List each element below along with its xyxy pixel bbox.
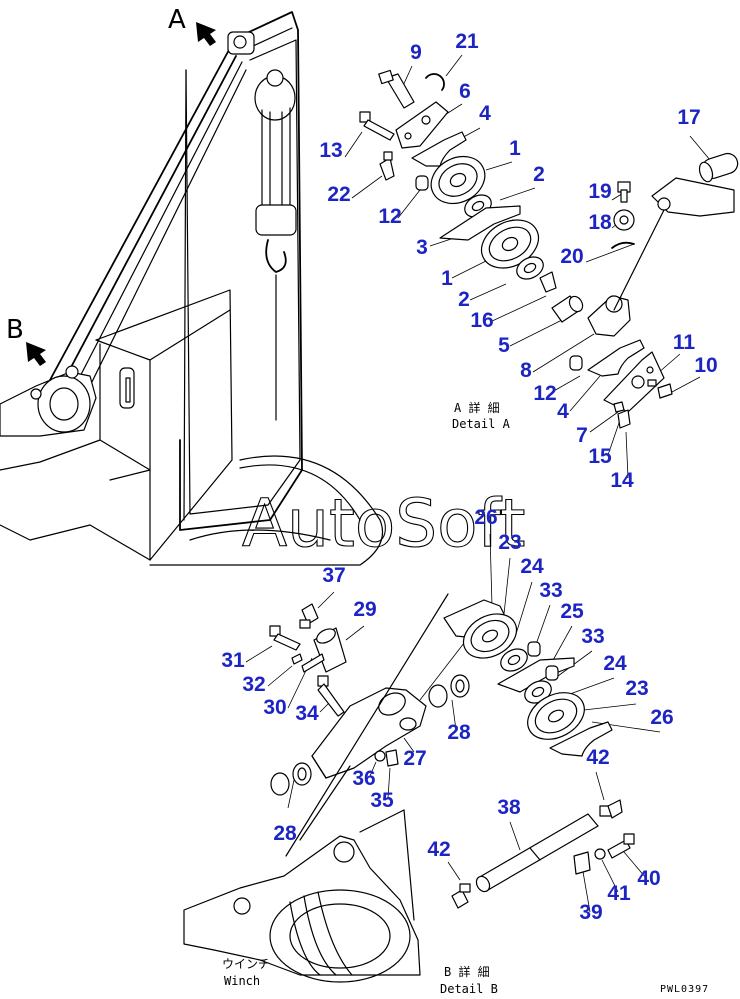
part-callout-c24a: 24 bbox=[520, 555, 544, 578]
part-callout-c40: 40 bbox=[637, 867, 660, 890]
winch-jp-caption: ウインチ bbox=[222, 957, 270, 971]
part-callout-c33a: 33 bbox=[539, 579, 562, 602]
part-callout-c26a: 26 bbox=[474, 506, 497, 529]
part-callout-c29: 29 bbox=[353, 598, 376, 621]
captions: A 詳 細 Detail A ウインチ Winch B 詳 細 Detail B… bbox=[222, 400, 709, 996]
view-label-a: A bbox=[168, 5, 186, 35]
part-callout-c7: 7 bbox=[576, 424, 588, 447]
part-callout-c33b: 33 bbox=[581, 625, 604, 648]
drawing-code: PWL0397 bbox=[660, 984, 709, 995]
part-callout-c24b: 24 bbox=[603, 652, 627, 675]
part-callout-c23a: 23 bbox=[498, 531, 521, 554]
part-callout-c22: 22 bbox=[327, 183, 350, 206]
winch-caption: Winch bbox=[224, 974, 260, 988]
part-callout-c6: 6 bbox=[459, 80, 471, 103]
part-callout-c19: 19 bbox=[588, 180, 611, 203]
part-callout-c28a: 28 bbox=[447, 721, 471, 744]
detail-b-caption: Detail B bbox=[440, 982, 498, 996]
part-callout-c25: 25 bbox=[560, 600, 584, 623]
part-callout-c15: 15 bbox=[588, 445, 612, 468]
part-callout-c23b: 23 bbox=[625, 677, 648, 700]
part-callout-c20: 20 bbox=[560, 245, 583, 268]
part-callout-c4b: 4 bbox=[557, 400, 569, 423]
part-callout-c14: 14 bbox=[610, 469, 634, 492]
part-callout-c2a: 2 bbox=[533, 163, 545, 186]
part-callout-c1b: 1 bbox=[441, 267, 453, 290]
part-callout-c9: 9 bbox=[410, 41, 422, 64]
part-callout-c34: 34 bbox=[295, 702, 319, 725]
part-callout-c41: 41 bbox=[607, 882, 631, 905]
part-callout-c27: 27 bbox=[403, 747, 426, 770]
part-callout-c12a: 12 bbox=[378, 205, 401, 228]
part-callout-c35: 35 bbox=[370, 789, 394, 812]
part-callout-c31: 31 bbox=[221, 649, 245, 672]
detail-a-parts bbox=[344, 54, 739, 479]
part-callout-c13: 13 bbox=[319, 139, 342, 162]
part-callout-c8: 8 bbox=[520, 359, 532, 382]
part-callout-c39: 39 bbox=[579, 901, 602, 924]
part-callout-c38: 38 bbox=[497, 796, 521, 819]
crane-overview: A B bbox=[0, 5, 384, 566]
part-callout-c36: 36 bbox=[352, 767, 375, 790]
detail-a-jp-caption: A 詳 細 bbox=[454, 400, 500, 415]
part-callout-c1a: 1 bbox=[509, 137, 521, 160]
view-label-b: B bbox=[6, 315, 24, 345]
part-callout-c2b: 2 bbox=[458, 288, 470, 311]
part-callout-c18: 18 bbox=[588, 211, 612, 234]
part-callout-c21: 21 bbox=[455, 30, 479, 53]
part-callout-c12b: 12 bbox=[533, 382, 556, 405]
part-callout-c30: 30 bbox=[263, 696, 286, 719]
part-callout-c5: 5 bbox=[498, 334, 510, 357]
part-callout-c32: 32 bbox=[242, 673, 265, 696]
part-callout-c17: 17 bbox=[677, 106, 700, 129]
part-callout-c3: 3 bbox=[416, 236, 428, 259]
part-callout-c16: 16 bbox=[470, 309, 493, 332]
part-callout-c28b: 28 bbox=[273, 822, 297, 845]
watermark-logo: AutoSoft bbox=[242, 485, 525, 562]
part-callout-c26b: 26 bbox=[650, 706, 673, 729]
part-callout-c11: 11 bbox=[673, 331, 696, 354]
part-callout-c4a: 4 bbox=[479, 102, 491, 125]
detail-b-jp-caption: B 詳 細 bbox=[444, 964, 490, 979]
part-callout-c42a: 42 bbox=[586, 746, 609, 769]
detail-b-parts bbox=[183, 533, 661, 983]
part-callout-c42b: 42 bbox=[427, 838, 450, 861]
part-callout-c37: 37 bbox=[322, 564, 345, 587]
detail-a-caption: Detail A bbox=[452, 417, 511, 431]
part-callout-c10: 10 bbox=[694, 354, 717, 377]
